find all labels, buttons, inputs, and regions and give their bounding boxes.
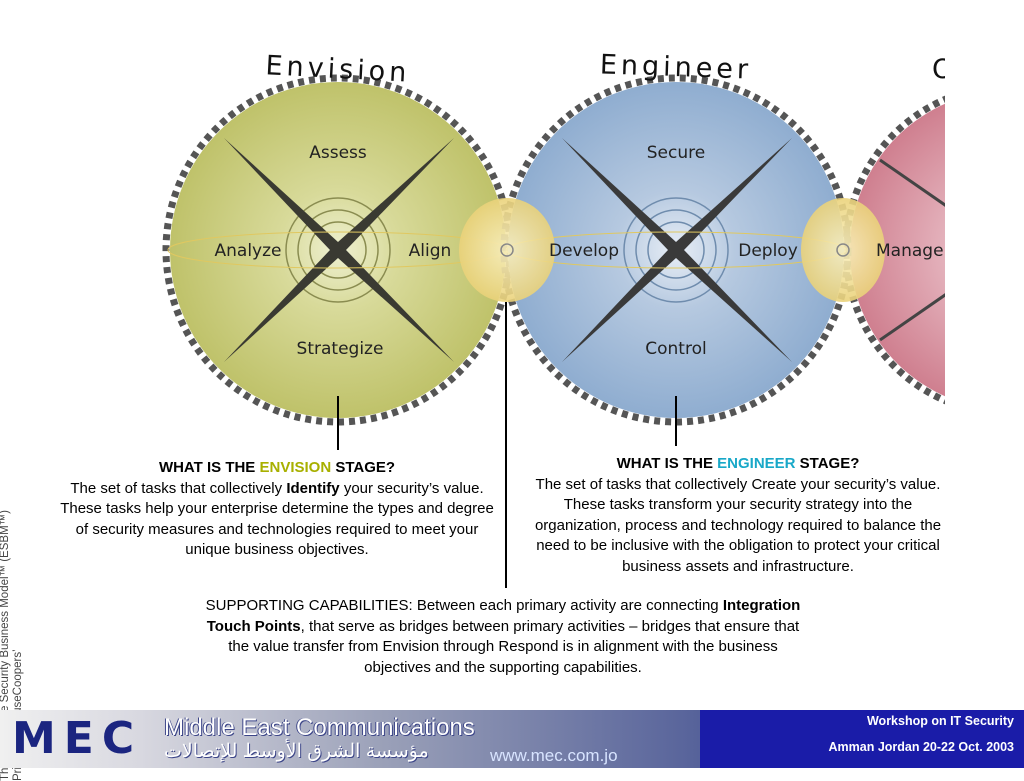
- envision-body-2: your security’s value. These tasks help …: [60, 479, 494, 559]
- stage-title-engineer: Engineer: [599, 49, 752, 85]
- footer-event-area: Workshop on IT Security Amman Jordan 20-…: [700, 710, 1024, 768]
- envision-body-bold: Identify: [286, 479, 340, 497]
- footer: MEC Middle East Communications مؤسسة الش…: [0, 710, 1024, 768]
- company-name-arabic: مؤسسة الشرق الأوسط للإتصالات: [164, 741, 429, 762]
- engineer-question: WHAT IS THE ENGINEER STAGE?: [526, 454, 950, 475]
- envision-body: The set of tasks that collectively Ident…: [58, 479, 496, 561]
- stage-title-operate: O: [932, 54, 957, 85]
- workshop-location-date: Amman Jordan 20-22 Oct. 2003: [828, 740, 1015, 754]
- quadrant-analyze: Analyze: [215, 241, 282, 261]
- quadrant-align: Align: [409, 241, 452, 261]
- esbm-diagram: Assess Analyze Align Strategize Secure D…: [162, 49, 957, 426]
- quadrant-strategize: Strategize: [297, 339, 384, 359]
- supporting-capabilities: SUPPORTING CAPABILITIES: Between each pr…: [200, 596, 806, 678]
- connector-envision: [337, 396, 339, 450]
- quadrant-assess: Assess: [309, 143, 367, 163]
- envision-highlight: ENVISION: [259, 459, 332, 476]
- engineer-question-suffix: STAGE?: [795, 455, 860, 472]
- quadrant-secure: Secure: [647, 143, 705, 163]
- engineer-description: WHAT IS THE ENGINEER STAGE? The set of t…: [526, 454, 950, 578]
- touch-point-engineer-operate: [801, 198, 885, 302]
- quadrant-control: Control: [645, 339, 706, 359]
- envision-description: WHAT IS THE ENVISION STAGE? The set of t…: [58, 458, 496, 561]
- envision-question: WHAT IS THE ENVISION STAGE?: [58, 458, 496, 479]
- touch-point-envision-engineer: [459, 198, 555, 302]
- quadrant-deploy: Deploy: [738, 241, 798, 261]
- quadrant-develop: Develop: [549, 241, 619, 261]
- mec-logo: MEC: [12, 713, 143, 764]
- engineer-question-prefix: WHAT IS THE: [616, 455, 718, 472]
- supporting-text-2: , that serve as bridges between primary …: [228, 617, 800, 676]
- envision-body-1: The set of tasks that collectively: [70, 479, 287, 497]
- quadrant-manage: Manage: [876, 241, 944, 261]
- company-name: Middle East Communications: [164, 714, 475, 741]
- engineer-highlight: ENGINEER: [717, 455, 796, 472]
- workshop-title: Workshop on IT Security: [866, 714, 1014, 728]
- operate-circle: [842, 95, 945, 405]
- website-link[interactable]: www.mec.com.jo: [490, 746, 618, 765]
- supporting-bold: Integration Touch Points: [206, 597, 801, 635]
- connector-engineer: [675, 396, 677, 446]
- engineer-body: The set of tasks that collectively Creat…: [534, 475, 942, 575]
- envision-question-prefix: WHAT IS THE: [158, 459, 260, 476]
- connector-touch-point: [505, 302, 507, 588]
- stage-title-envision: Envision: [265, 50, 411, 89]
- footer-brand-area: MEC Middle East Communications مؤسسة الش…: [0, 710, 700, 768]
- envision-question-suffix: STAGE?: [331, 459, 396, 476]
- supporting-text-1: SUPPORTING CAPABILITIES: Between each pr…: [205, 597, 723, 614]
